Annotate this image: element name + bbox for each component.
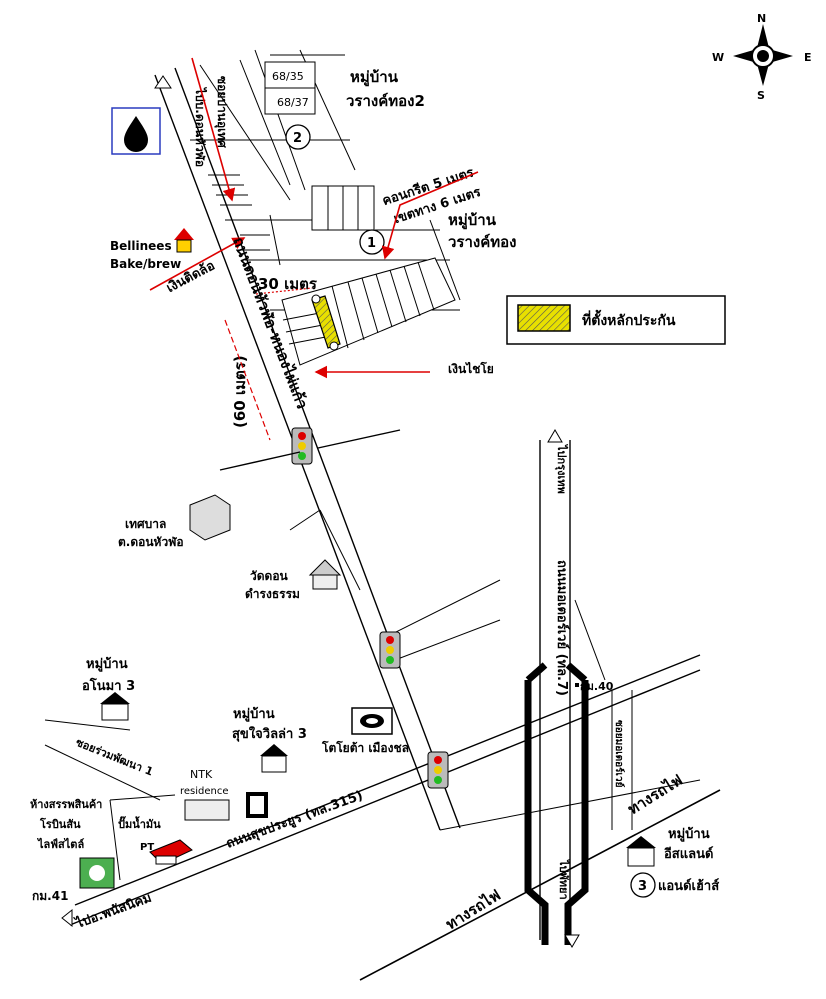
marker-3-label: 3 [638, 879, 647, 894]
soi-ruamphatthana: ซอยร่วมพัฒนา 1 [74, 736, 155, 779]
road-to-bangsaen: ไปบ.ดอนหัวฬ่อ [193, 86, 208, 167]
traffic-light-icon [291, 427, 313, 465]
marker-3 [630, 872, 656, 898]
road-60m-line [224, 319, 271, 441]
traffic-light-icon [427, 751, 449, 789]
legend-label: ที่ตั้งหลักประกัน [582, 309, 676, 329]
compass-e: E [804, 51, 812, 64]
village-wrangtong-line2: วรางค์ทอง [448, 233, 516, 251]
gas-station-line2: PT [140, 842, 154, 853]
marker-1-label: 1 [367, 236, 376, 251]
village-wrangtong2-line1: หมู่บ้าน [350, 68, 399, 87]
traffic-light-icon [379, 631, 401, 669]
bellinees-line1: Bellinees [110, 239, 172, 253]
compass-w: W [712, 51, 724, 64]
village-wrangtong-line1: หมู่บ้าน [448, 211, 497, 230]
legend-box: ที่ตั้งหลักประกัน [506, 295, 726, 345]
bellinees-line2: Bake/brew [110, 257, 181, 271]
village-onoma-line1: หมู่บ้าน [86, 656, 128, 672]
village-sukjai-line1: หมู่บ้าน [233, 706, 275, 722]
km40: กม.40 [580, 680, 614, 693]
road-sukprayoon-label: ถนนสุขประยูร (ทล.315) [224, 788, 365, 851]
fuel-icon [111, 107, 161, 155]
ngern-chaiyo: เงินไชโย [448, 361, 494, 376]
house-68-35: 68/35 [272, 70, 304, 83]
village-icon [626, 836, 656, 867]
village-onoma-line2: อโนมา 3 [82, 677, 135, 694]
railway [359, 789, 721, 981]
motorway [524, 440, 589, 945]
village-wrangtong2-line2: วรางค์ทอง2 [346, 92, 425, 110]
road-hmu-to-ban: ซอยปานอุเทศ [214, 76, 229, 148]
toyota-icon [351, 707, 393, 735]
collateral-plot [311, 295, 341, 349]
gas-station-line1: ปั๊มน้ำมัน [118, 816, 161, 831]
railway-label-1: ทางรถไฟ [624, 770, 686, 818]
motorway-label: ถนนมอเตอร์เวย์ (ทล.7) [554, 560, 570, 696]
mall-line3: ไลฟ์สไตล์ [36, 837, 84, 851]
village-sukjai-line2: สุขใจวิลล่า 3 [232, 725, 307, 742]
compass-rose: N S W E [712, 12, 812, 102]
motorway-to-pattaya: ไปพัทยา [557, 858, 571, 900]
ngern-tid-lor-arrow [149, 237, 246, 291]
soi-arrow [191, 57, 236, 202]
gas-station-icon [149, 839, 193, 865]
municipal-line1: เทศบาล [125, 517, 166, 531]
village-grid-upper [190, 49, 461, 301]
toyota-label: โตโยต้า เมืองชล [321, 740, 409, 755]
municipal-line2: ต.ดอนหัวฬ่อ [118, 535, 184, 549]
ntk-line2: residence [180, 786, 229, 797]
motorway-to-bangkok: ไปกรุงเทพ [554, 443, 569, 494]
to-phanat-label: ไปอ.พนัสนิคม [72, 889, 154, 933]
building-icon [189, 494, 231, 541]
village-island-line1: หมู่บ้าน [668, 826, 710, 842]
marker-2 [285, 124, 311, 150]
road-sukprayoon [69, 654, 701, 926]
village-icon [260, 744, 288, 773]
mall-icon [79, 857, 115, 889]
km41: กม.41 [32, 889, 68, 903]
road-60m-label: (60 เมตร) [231, 355, 249, 428]
temple-icon [308, 559, 342, 590]
house-68-37: 68/37 [277, 96, 309, 109]
house-icon [174, 228, 194, 253]
temple-line1: วัดดอน [250, 569, 289, 583]
ntk-line1: NTK [190, 768, 213, 781]
temple-line2: ดำรงธรรม [245, 587, 300, 601]
village-grid-lower [245, 257, 460, 366]
mall-line2: โรบินสัน [39, 817, 81, 831]
marker-2-label: 2 [293, 131, 302, 146]
marker-1 [359, 229, 385, 255]
compass-n: N [757, 12, 766, 25]
soi-motorway-label: ซอยมอเตอร์เวย์ [613, 720, 625, 788]
store-icon [246, 792, 268, 818]
village-icon [100, 692, 130, 721]
legend-swatch [517, 304, 571, 332]
mall-line1: ห้างสรรพสินค้า [30, 798, 102, 811]
village-island-line2: อีสแลนด์ [664, 846, 714, 862]
building-icon [184, 799, 230, 821]
village-island-line3: แอนด์เฮ้าส์ [658, 878, 719, 894]
distance-30m: 30 เมตร [258, 275, 318, 293]
compass-s: S [757, 89, 765, 102]
